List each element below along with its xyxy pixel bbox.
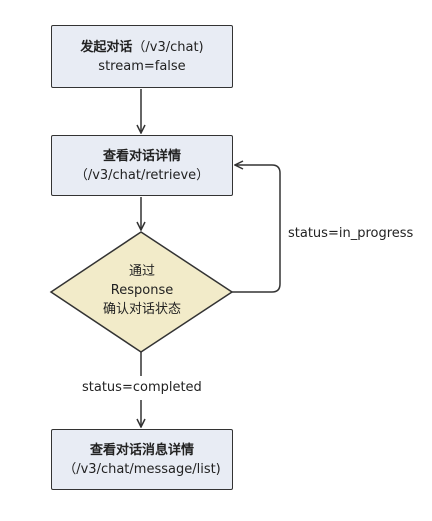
node-message-list-endpoint: （/v3/chat/message/list) [63,461,221,477]
decision-line-1: 通过 [128,264,155,279]
edge-label-in-progress: status=in_progress [288,226,414,241]
node-start-endpoint: （/v3/chat) [132,39,204,55]
decision-line-2: Response [110,283,174,298]
node-start-title: 发起对话 [80,39,133,55]
arrow-loop-to-retrieve [232,165,281,293]
node-message-list: 查看对话消息详情 （/v3/chat/message/list) [51,429,233,490]
node-start-detail: stream=false [98,58,186,74]
edge-label-completed: status=completed [82,380,202,395]
decision-label: 通过 Response 确认对话状态 [72,262,212,319]
node-message-list-title: 查看对话消息详情 [89,442,194,458]
node-start-title-line: 发起对话（/v3/chat) [80,38,203,57]
node-retrieve-endpoint: （/v3/chat/retrieve） [74,167,210,183]
node-retrieve-title: 查看对话详情 [102,148,181,164]
node-retrieve-chat: 查看对话详情 （/v3/chat/retrieve） [51,135,233,196]
decision-line-3: 确认对话状态 [102,302,181,317]
node-start-chat: 发起对话（/v3/chat) stream=false [51,25,233,88]
